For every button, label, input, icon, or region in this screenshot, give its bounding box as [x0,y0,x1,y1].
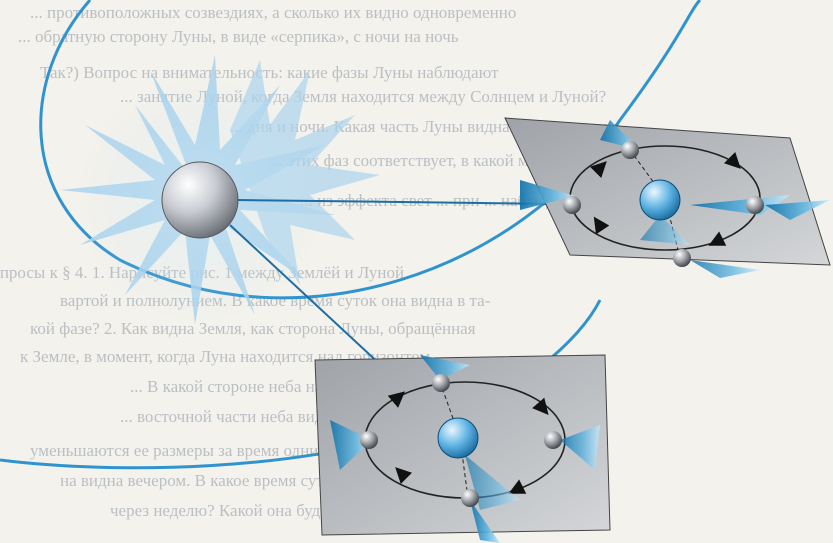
moon [461,489,479,507]
moon [563,196,581,214]
earth [438,418,478,458]
orbit-plane-right [505,118,830,278]
orbit-plane-lower [315,355,610,543]
moon [432,374,450,392]
moon [544,431,562,449]
sun [162,162,238,238]
moon [746,196,764,214]
moon [621,141,639,159]
moon [673,249,691,267]
moon [360,431,378,449]
earth [640,180,680,220]
